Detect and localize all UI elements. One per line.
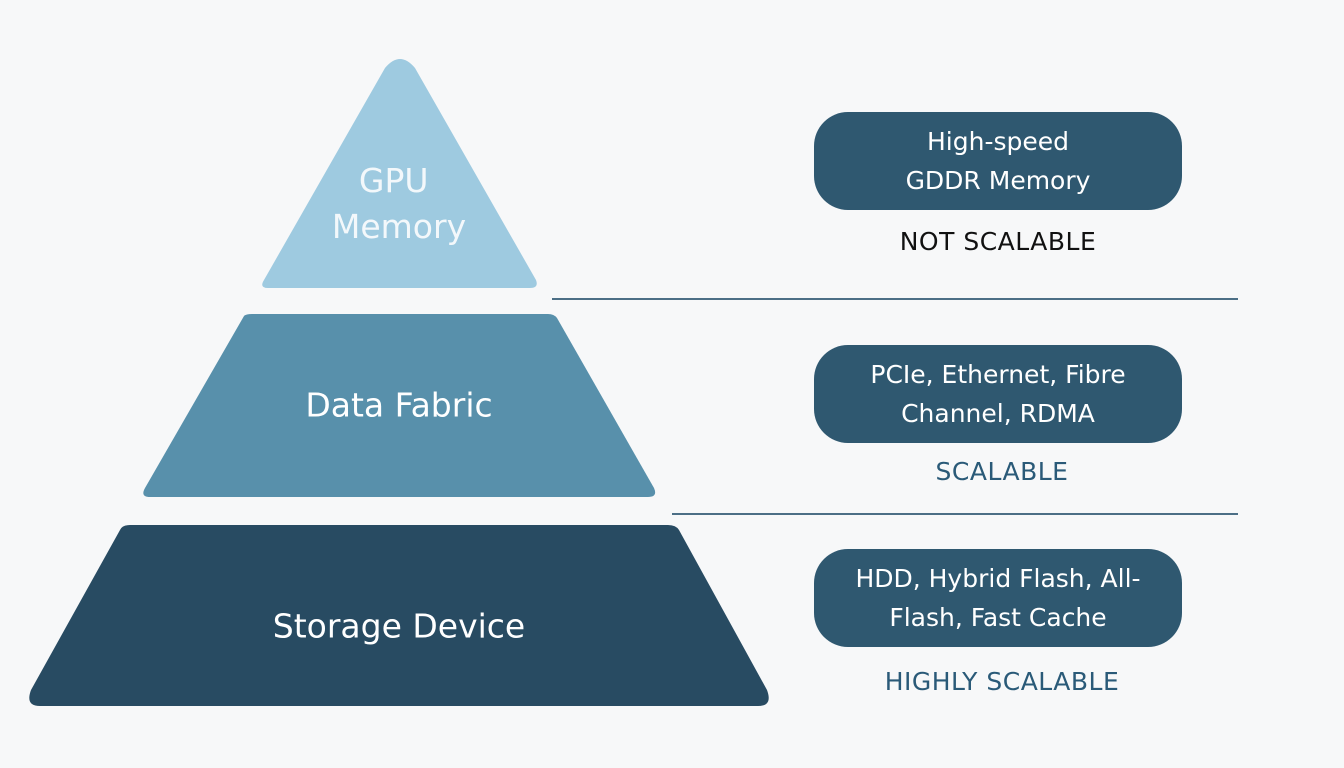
tier-data-fabric-shape [143,314,656,497]
tier-gpu-memory-shape [262,59,537,288]
storage-device-description-pill: HDD, Hybrid Flash, All- Flash, Fast Cach… [814,549,1182,647]
storage-device-scalability-label: HIGHLY SCALABLE [884,667,1120,696]
gpu-memory-scalability-label: NOT SCALABLE [899,227,1097,256]
tier-gpu-memory-label-line2: Memory [332,207,466,246]
data-fabric-description-pill: PCIe, Ethernet, Fibre Channel, RDMA [814,345,1182,443]
tier-storage-device-label: Storage Device [273,607,525,646]
tier-data-fabric-label: Data Fabric [305,386,492,425]
tier-gpu-memory-label-line1: GPU [359,161,429,200]
divider-bottom [672,513,1238,515]
gpu-memory-description-pill: High-speed GDDR Memory [814,112,1182,210]
data-fabric-scalability-label: SCALABLE [935,457,1069,486]
tier-storage-device-shape [29,525,769,706]
divider-top [552,298,1238,300]
tier-gpu-memory-label: GPU Memory [332,161,466,246]
